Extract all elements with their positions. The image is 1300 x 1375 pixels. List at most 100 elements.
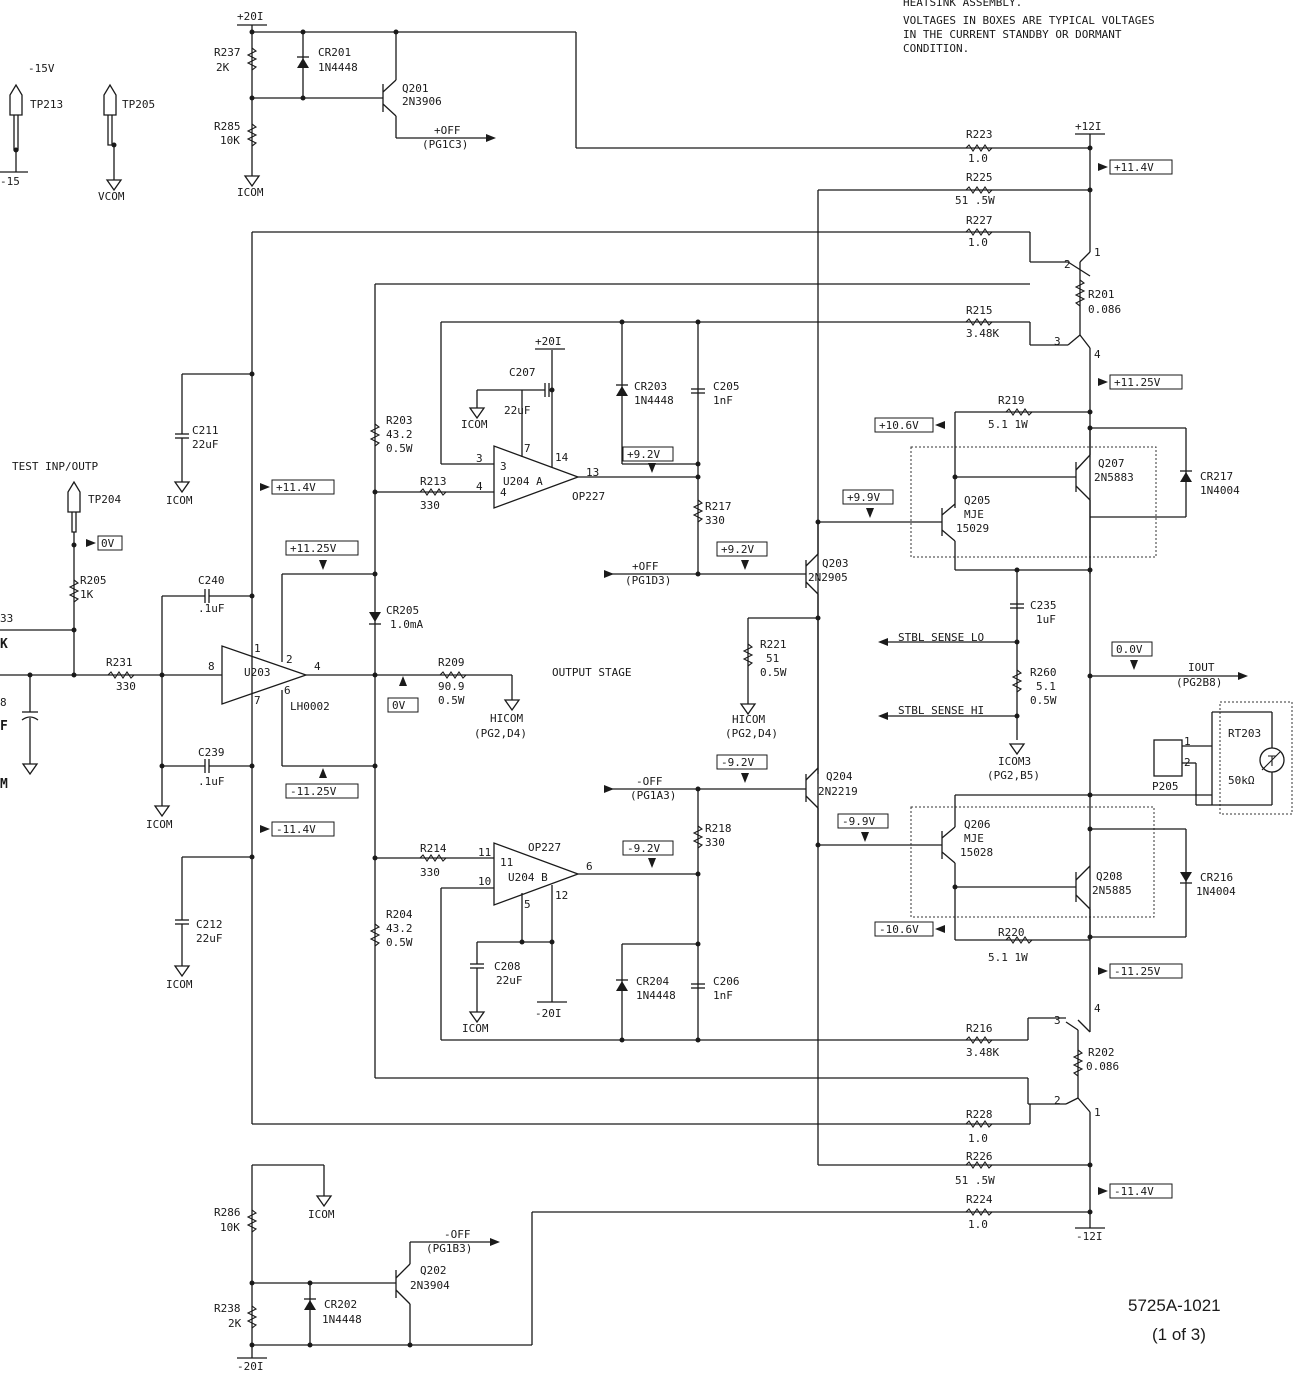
c208-val: 22uF [496, 974, 523, 987]
r216-ref: R216 [966, 1022, 993, 1035]
edge-label-8: 8 [0, 696, 7, 709]
r209-ref: R209 [438, 656, 465, 669]
resistor-icon [965, 318, 993, 326]
pin-label: 4 [314, 660, 321, 673]
r238-val: 2K [228, 1317, 242, 1330]
diode-icon [297, 58, 309, 68]
heatsink-outline [910, 446, 1157, 558]
pin-label: 4 [500, 486, 507, 499]
icom-label: ICOM [166, 978, 193, 991]
cr216-ref: CR216 [1200, 871, 1233, 884]
noff2-label: -OFF [444, 1228, 471, 1241]
r285-ref: R285 [214, 120, 241, 133]
r214-ref: R214 [420, 842, 447, 855]
icom-label: ICOM [462, 1022, 489, 1035]
pin-label: 4 [476, 480, 483, 493]
noff1-label: -OFF [636, 775, 663, 788]
resistor-icon [246, 1209, 258, 1233]
r204-ref: R204 [386, 908, 413, 921]
cr202-ref: CR202 [324, 1298, 357, 1311]
icom-label: ICOM [461, 418, 488, 431]
c239-val: .1uF [198, 775, 225, 788]
v-0v-mid: 0V [392, 699, 406, 712]
hicom-label: HICOM [490, 712, 523, 725]
rt203-val: 50kΩ [1228, 774, 1255, 787]
r237-val: 2K [216, 61, 230, 74]
v-p106: +10.6V [879, 419, 919, 432]
cr217-val: 1N4004 [1200, 484, 1240, 497]
top-rail: +12I R223 1.0 +11.4V R225 51 .5W R227 1.… [252, 120, 1183, 1165]
diode-icon [1180, 872, 1192, 882]
icom-label: ICOM [237, 186, 264, 199]
q201-block: +20I R237 2K CR201 1N4448 Q201 2N3906 +O… [214, 10, 1090, 199]
r220-val: 5.1 1W [988, 951, 1028, 964]
resistor-icon [692, 825, 704, 849]
r203-pw: 0.5W [386, 442, 413, 455]
v-p92b: +9.2V [721, 543, 754, 556]
resistor-icon [419, 488, 447, 496]
edge-label-k: K [0, 637, 8, 652]
rail-label-p20: +20I [237, 10, 264, 23]
rt203-ref: RT203 [1228, 727, 1261, 740]
v-0v-tp: 0V [101, 537, 115, 550]
r231-ref: R231 [106, 656, 133, 669]
r203-ref: R203 [386, 414, 413, 427]
u204a-ref: U204 A [503, 475, 543, 488]
resistor-icon [965, 1120, 993, 1128]
r216-val: 3.48K [966, 1046, 999, 1059]
icom-label: ICOM [166, 494, 193, 507]
pin-label: 3 [1054, 1014, 1061, 1027]
noff1-ref: (PG1A3) [630, 789, 676, 802]
pin-label: 3 [1054, 335, 1061, 348]
hicom-ref-1: (PG2,D4) [474, 727, 527, 740]
r202-val: 0.086 [1086, 1060, 1119, 1073]
u203-val: LH0002 [290, 700, 330, 713]
ground-icon [243, 175, 261, 188]
resistor-icon [68, 579, 80, 603]
cr201-val: 1N4448 [318, 61, 358, 74]
u203-ref: U203 [244, 666, 271, 679]
r217-ref: R217 [705, 500, 732, 513]
r219-ref: R219 [998, 394, 1025, 407]
q202-ref: Q202 [420, 1264, 447, 1277]
r225-val: 51 .5W [955, 194, 995, 207]
resistor-icon [107, 671, 135, 679]
stage-label: OUTPUT STAGE [552, 666, 631, 679]
ground-icon [105, 179, 123, 192]
diode-icon [1180, 472, 1192, 482]
c206-ref: C206 [713, 975, 740, 988]
v-n1125-left: -11.25V [290, 785, 337, 798]
u204a-block: 3 4 3 4 U204 A OP227 13 7 14 +20I C207 2… [440, 322, 806, 587]
tp205-group: TP205 VCOM [98, 83, 155, 203]
q203-val: 2N2905 [808, 571, 848, 584]
ground-icon [739, 703, 757, 716]
r213-val: 330 [420, 499, 440, 512]
v-n99: -9.9V [842, 815, 875, 828]
pin-label: 6 [284, 684, 291, 697]
v-p1125-left: +11.25V [290, 542, 337, 555]
resistor-icon [965, 1036, 993, 1044]
rail-label-n15b: -15 [0, 175, 20, 188]
pin-label: 5 [524, 898, 531, 911]
testpoint-icon [9, 83, 23, 151]
pin-label: 11 [478, 846, 491, 859]
resistor-icon [965, 1161, 993, 1169]
edge-label-f: F [0, 719, 8, 734]
pin-label: 7 [254, 694, 261, 707]
v-n114-bot: -11.4V [1114, 1185, 1154, 1198]
q203-ref: Q203 [822, 557, 849, 570]
rail-label-n12: -12I [1076, 1230, 1103, 1243]
pin-label: 11 [500, 856, 513, 869]
stbl-sense-hi: STBL SENSE HI [898, 704, 984, 717]
icom-label: ICOM [308, 1208, 335, 1221]
ground-icon [503, 699, 521, 712]
pin-label: 2 [1184, 756, 1191, 769]
r209-pw: 0.5W [438, 694, 465, 707]
r215-val: 3.48K [966, 327, 999, 340]
poff1-ref: (PG1C3) [422, 138, 468, 151]
v-p1125-right: +11.25V [1114, 376, 1161, 389]
tp213-label: TP213 [30, 98, 63, 111]
r217-val: 330 [705, 514, 725, 527]
cr204-val: 1N4448 [636, 989, 676, 1002]
cr203-ref: CR203 [634, 380, 667, 393]
